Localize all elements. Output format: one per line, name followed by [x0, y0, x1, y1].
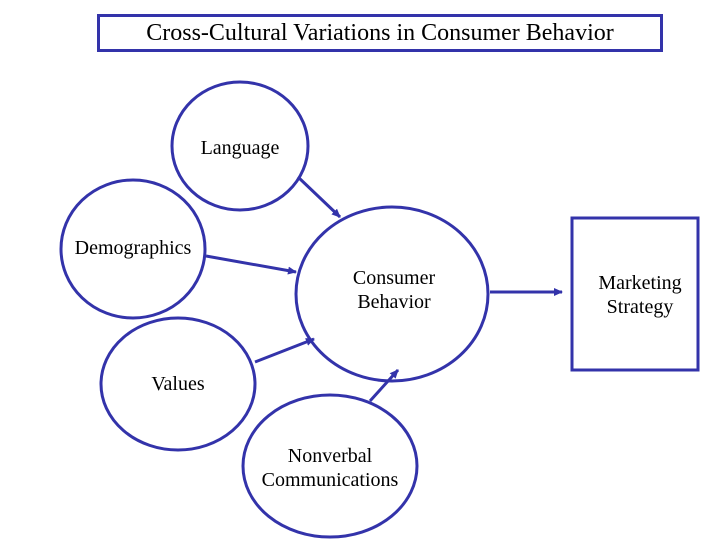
node-values-label: Values — [151, 373, 205, 395]
arrow-language-to-consumer-behavior — [296, 175, 342, 219]
node-demographics-label: Demographics — [74, 237, 192, 259]
diagram-title-box: Cross-Cultural Variations in Consumer Be… — [97, 14, 663, 52]
node-marketing-strategy-label: Marketing Strategy — [598, 272, 682, 318]
arrow-nonverbal-to-consumer-behavior — [368, 368, 400, 403]
node-nonverbal-label: Nonverbal Communications — [261, 445, 399, 491]
node-language-label: Language — [200, 137, 280, 159]
node-consumer-behavior-label: Consumer Behavior — [352, 267, 436, 313]
node-marketing-strategy-box — [570, 216, 700, 372]
node-values-ellipse — [99, 316, 257, 452]
arrow-demographics-to-consumer-behavior — [205, 254, 297, 275]
node-demographics-ellipse — [59, 178, 207, 320]
diagram-title: Cross-Cultural Variations in Consumer Be… — [146, 19, 614, 46]
node-language-ellipse — [170, 80, 310, 212]
arrow-values-to-consumer-behavior — [254, 337, 315, 364]
node-consumer-behavior-ellipse — [294, 205, 490, 383]
node-nonverbal-ellipse — [241, 393, 419, 539]
